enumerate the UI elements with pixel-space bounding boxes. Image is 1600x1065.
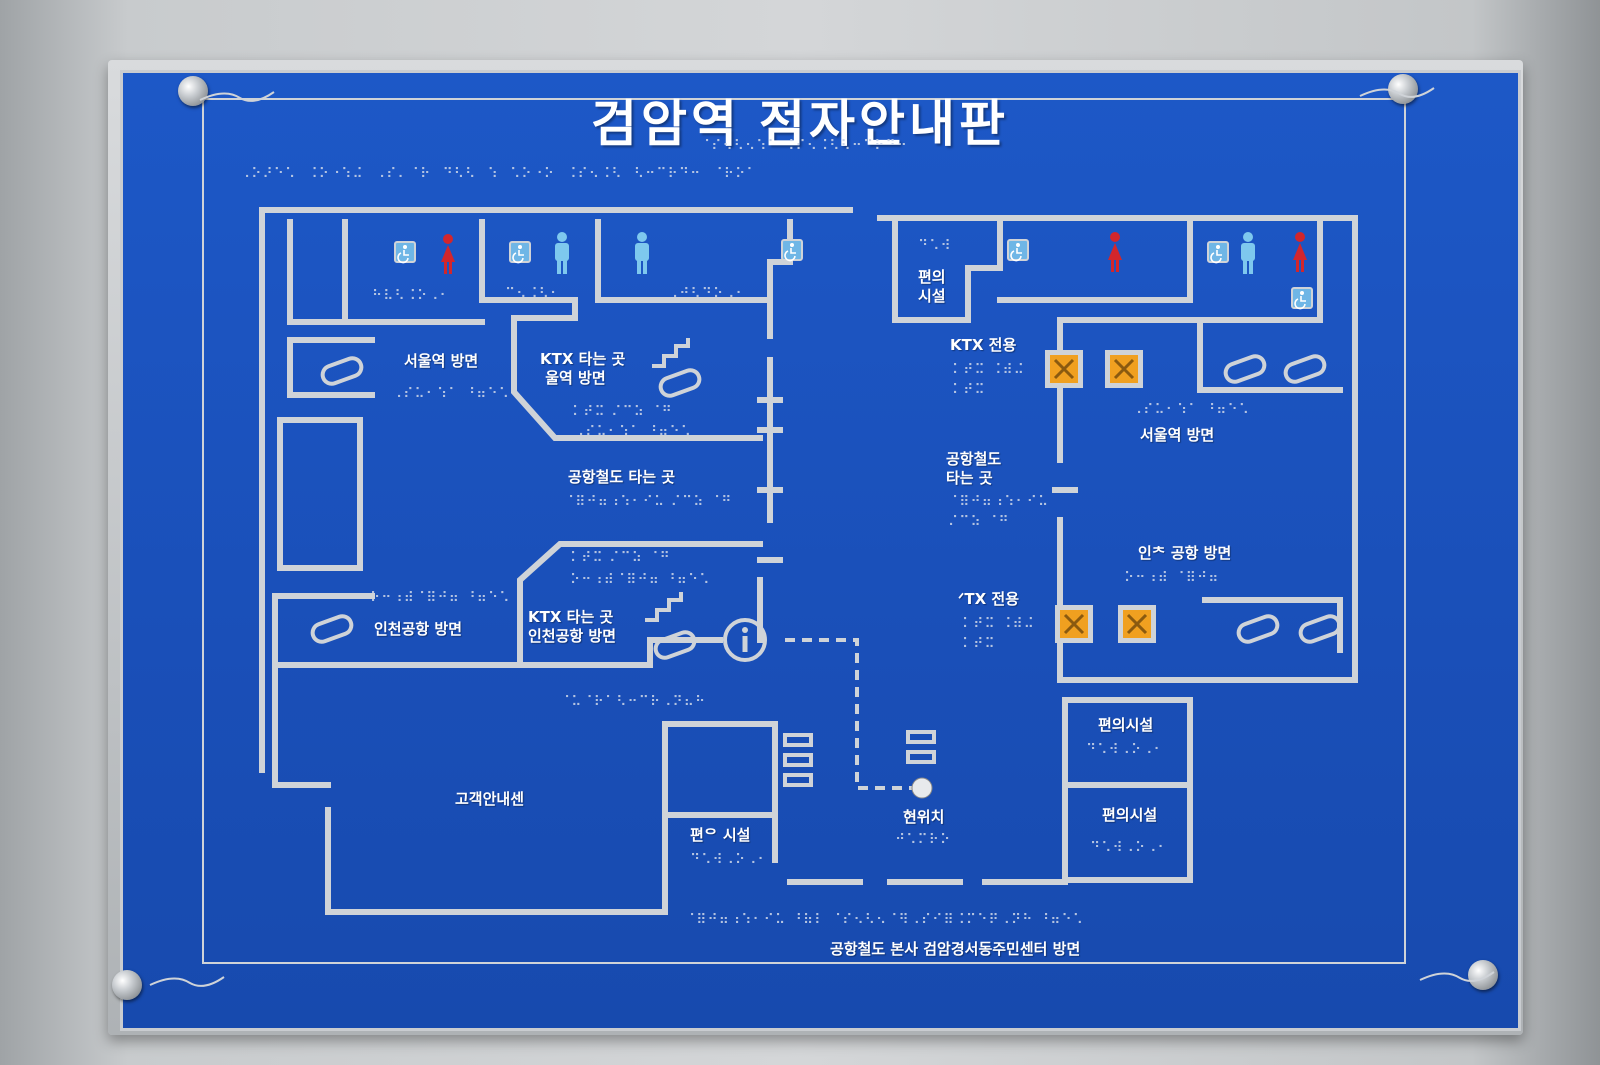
braille-toilet-right: ⠠⠚⠣⠙⠕⠠⠂ (668, 286, 747, 302)
escalator-icon (310, 614, 354, 644)
braille-toilet-left: ⠓⠧⠣⠨⠕⠠⠂ (372, 288, 451, 304)
accessible-icon (509, 241, 531, 264)
gate-icon (783, 773, 813, 787)
braille-arex-right-2: ⠌⠉⠵ ⠈⠛ (948, 514, 1010, 530)
braille-intro: ⠠⠕⠜⠑⠡⠀⠨⠕⠐⠱⠬⠀⠠⠎⠄⠈⠗⠀⠙⠣⠣⠀⠱⠀⠡⠕⠐⠕⠀⠨⠎⠢⠨⠣⠀⠣⠒⠉⠗⠙… (240, 166, 758, 182)
braille-info: ⠈⠥⠈⠗⠁⠣⠒⠉⠗⠠⠝⠦⠓ (560, 694, 707, 710)
escalator-icon (1236, 614, 1280, 644)
ornament-icon (1359, 87, 1435, 98)
accessible-icon (394, 241, 416, 264)
label-ktx-only-1: KTX 전용 (950, 336, 1017, 354)
braille-incheon-right: ⠕⠒⠰⠾ ⠈⠿⠚⠶ (1124, 570, 1220, 586)
braille-convenience-r2: ⠙⠡⠺⠠⠕⠠⠂ (1090, 840, 1169, 856)
label-convenience-bottom: 편ᄋ 시설 (690, 826, 751, 844)
label-convenience-top: 편의 시설 (918, 268, 946, 305)
label-convenience-r2: 편의시설 (1102, 806, 1158, 824)
label-ktx-only-2: ᐟTX 전용 (958, 590, 1019, 608)
female-icon (1293, 232, 1307, 272)
braille-seoul-left: ⠠⠎⠥⠂⠱⠁ ⠘⠶⠑⠡ (392, 386, 510, 402)
braille-arex: ⠈⠿⠚⠶⠰⠱⠂⠊⠥ ⠌⠉⠵ ⠈⠛ (564, 494, 733, 510)
accessible-icon (781, 239, 803, 262)
gate-icon (906, 750, 936, 764)
female-icon (441, 234, 455, 274)
accessible-icon (1291, 287, 1313, 310)
screw-icon (1468, 960, 1498, 990)
braille-guide-plate (120, 70, 1521, 1031)
label-ktx-seoul: KTX 타는 곳 울역 방면 (540, 350, 626, 387)
elevators (1045, 350, 1156, 643)
escalator-icon (1283, 354, 1327, 384)
elevator-icon (1045, 350, 1083, 388)
label-incheon-left: 인천공항 방면 (374, 620, 463, 638)
escalators (310, 354, 1342, 660)
ornament-icon (149, 976, 225, 987)
screw-icon (178, 76, 208, 106)
stairs (645, 338, 690, 622)
escalator-icon (658, 368, 702, 398)
label-seoul-right: 서울역 방면 (1140, 426, 1215, 444)
braille-ktx-only-2: ⠅⠞⠭ ⠨⠾⠬ (962, 616, 1035, 632)
braille-ktx-incheon: ⠅⠞⠭ ⠌⠉⠵ ⠈⠛ (570, 550, 671, 566)
gate-icon (906, 730, 936, 744)
ornament-icon (1419, 971, 1495, 982)
label-ktx-incheon: KTX 타는 곳 인천공항 방면 (528, 608, 617, 645)
gate-icon (783, 753, 813, 767)
braille-ktx-seoul-2: ⠠⠎⠥⠂⠱⠁ ⠘⠶⠑⠡ (574, 424, 692, 440)
label-convenience-r1: 편의시설 (1098, 716, 1154, 734)
info-icon (723, 618, 767, 662)
male-icon (635, 232, 649, 274)
ticket-gates (783, 730, 936, 787)
gate-icon (783, 733, 813, 747)
braille-convenience-bottom: ⠙⠡⠺⠠⠕⠠⠂ (690, 852, 769, 868)
screw-icon (1388, 74, 1418, 104)
floor-plan-walls (259, 207, 1358, 915)
stairs-icon (645, 592, 683, 622)
braille-seoul-right: ⠠⠎⠥⠂⠱⠁ ⠘⠶⠑⠡ (1132, 402, 1250, 418)
braille-ktx-only-1: ⠅⠞⠭ ⠨⠾⠬ (952, 362, 1025, 378)
braille-convenience-top: ⠙⠡⠺ (918, 238, 952, 254)
restroom-icons (394, 232, 1313, 310)
braille-ktx-incheon-2: ⠕⠒⠰⠾⠈⠿⠚⠶ ⠘⠶⠑⠡ (570, 572, 711, 588)
braille-ktx-only-1b: ⠅⠞⠭ (952, 382, 986, 398)
stairs-icon (652, 338, 690, 368)
escalator-icon (320, 356, 364, 386)
braille-footer: ⠈⠿⠚⠶⠰⠱⠂⠊⠥ ⠘⠷⠇ ⠈⠎⠢⠣⠢⠈⠻⠠⠎⠊⠿⠨⠍⠑⠟⠠⠝⠓ ⠘⠶⠑⠡ (685, 912, 1084, 928)
screw-icon (112, 970, 142, 1000)
braille-title: ⠈⠎⠢⠣⠢⠱⠁ ⠨⠎⠢⠨⠣⠣⠒⠉⠗⠙⠒ (700, 138, 909, 154)
route-dashed-line (785, 638, 915, 790)
braille-toilet-mid: ⠉⠢⠨⠣⠂ (505, 286, 562, 302)
escalator-icon (653, 630, 697, 660)
male-icon (1241, 232, 1255, 274)
braille-ktx-seoul: ⠅⠞⠭ ⠌⠉⠵ ⠈⠛ (572, 404, 673, 420)
ornament-icon (199, 91, 275, 102)
accessible-icon (1207, 241, 1229, 264)
label-footer-direction: 공항철도 본사 검암경서동주민센터 방면 (830, 940, 1081, 958)
corner-ornaments (149, 87, 1495, 987)
current-location-icon (911, 777, 933, 799)
female-icon (1108, 232, 1122, 272)
label-seoul-left: 서울역 방면 (404, 352, 479, 370)
label-arex-platform: 공항철도 타는 곳 (568, 468, 676, 486)
page-title: 검암역 점자안내판 (591, 96, 1009, 152)
braille-ktx-only-2b: ⠅⠞⠭ (962, 636, 996, 652)
accessible-icon (1007, 239, 1029, 262)
plate-inner-border (202, 98, 1406, 964)
braille-incheon-left: ⠕⠒⠰⠾⠈⠿⠚⠶ ⠘⠶⠑⠡ (370, 590, 511, 606)
label-incheon-right: 인ᄎ 공항 방면 (1138, 544, 1232, 562)
male-icon (555, 232, 569, 274)
braille-convenience-r1: ⠙⠡⠺⠠⠕⠠⠂ (1086, 742, 1165, 758)
braille-arex-right: ⠈⠿⠚⠶⠰⠱⠂⠊⠥ (948, 494, 1050, 510)
escalator-icon (1223, 354, 1267, 384)
braille-current-location: ⠚⠡⠍⠗⠕ (895, 832, 952, 848)
elevator-icon (1118, 605, 1156, 643)
label-info-center: 고객안내센 (455, 790, 525, 808)
label-arex-right: 공항철도 타는 곳 (946, 450, 1002, 487)
label-current-location: 현위치 (903, 808, 945, 826)
elevator-icon (1055, 605, 1093, 643)
escalator-icon (1298, 614, 1342, 644)
elevator-icon (1105, 350, 1143, 388)
